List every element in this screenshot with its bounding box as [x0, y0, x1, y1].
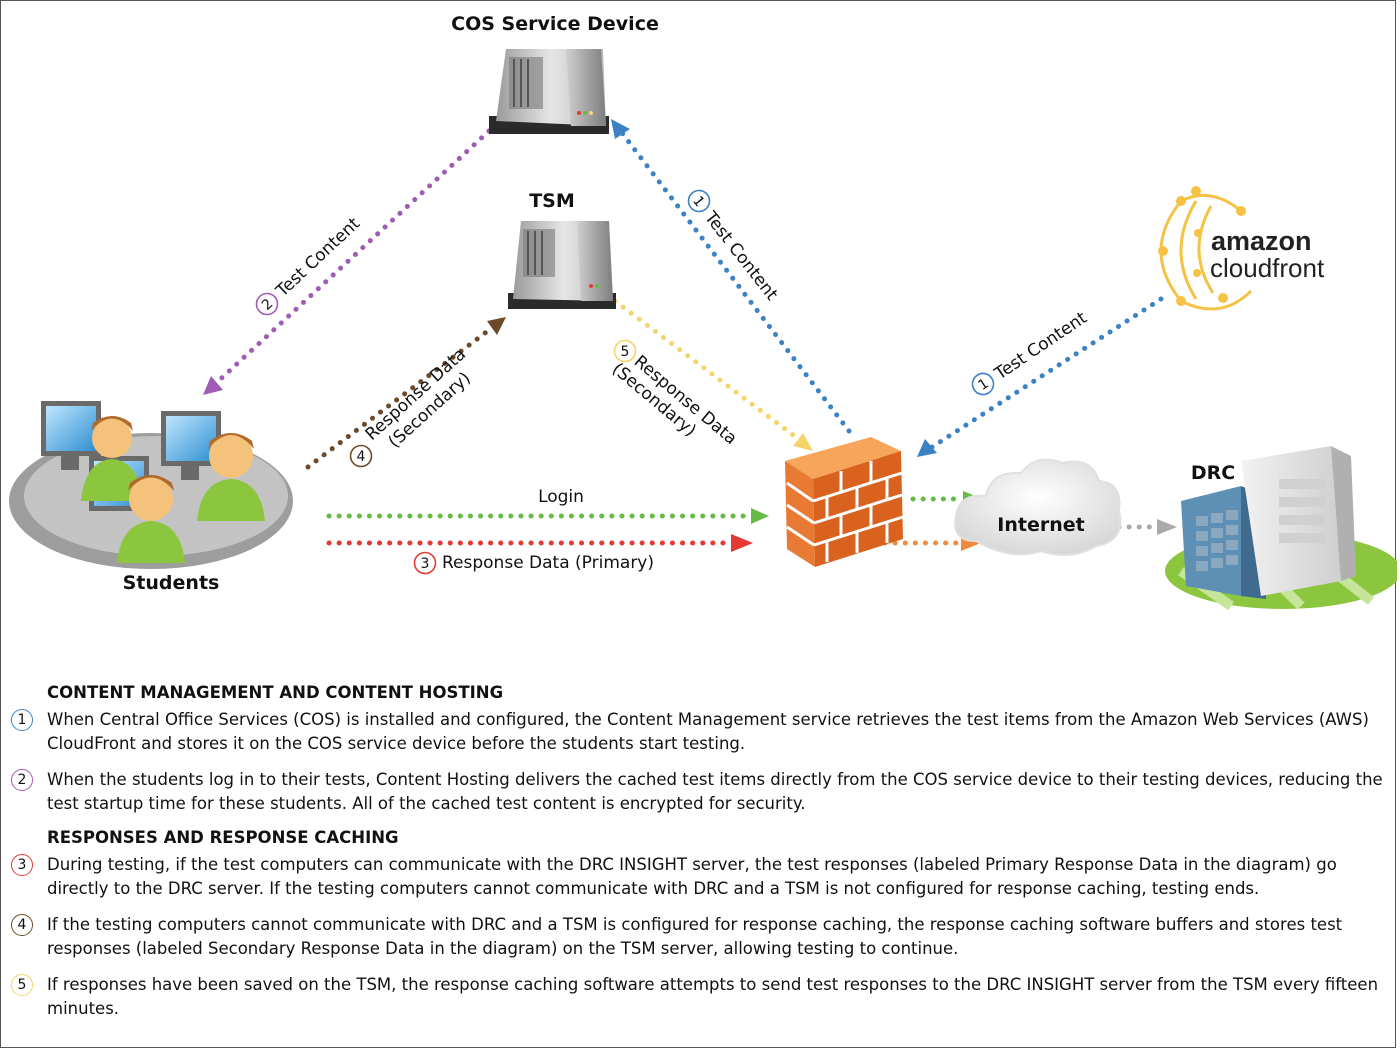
legend-item: 2 When the students log in to their test…	[9, 768, 1389, 816]
connector-blue-cloudfront	[917, 296, 1164, 457]
drc-building-icon	[1165, 446, 1397, 611]
connector-yellow	[612, 298, 813, 451]
amazon-brand-text: amazon	[1211, 226, 1312, 256]
edge-label-blue-cos: 1 Test Content	[687, 189, 782, 305]
network-diagram: COS Service Device TSM	[9, 13, 1397, 611]
svg-text:5: 5	[621, 344, 630, 360]
legend-text: When Central Office Services (COS) is in…	[47, 710, 1369, 753]
edge-label-blue-cloudfront: 1 Test Content	[971, 308, 1091, 396]
legend-section-title: RESPONSES AND RESPONSE CACHING	[47, 828, 399, 847]
legend-item: 4 If the testing computers cannot commun…	[9, 913, 1389, 961]
legend-section-title: CONTENT MANAGEMENT AND CONTENT HOSTING	[47, 683, 504, 702]
svg-text:Response Data (Primary): Response Data (Primary)	[442, 553, 654, 573]
svg-text:Test Content: Test Content	[700, 207, 782, 304]
tsm-server-icon	[508, 221, 616, 309]
connector-gray-drc	[1116, 519, 1177, 535]
drc-label: DRC	[1191, 462, 1235, 484]
connector-purple	[203, 128, 492, 395]
connector-brown	[305, 317, 506, 470]
edge-label-brown: 4 Response Data (Secondary)	[349, 344, 475, 468]
legend: CONTENT MANAGEMENT AND CONTENT HOSTING 1…	[9, 683, 1389, 1033]
legend-item: 1 When Central Office Services (COS) is …	[9, 708, 1389, 756]
svg-text:4: 4	[357, 449, 366, 465]
edge-label-red: 3 Response Data (Primary)	[413, 551, 654, 575]
legend-text: If responses have been saved on the TSM,…	[47, 975, 1379, 1018]
legend-number-badge: 1	[11, 709, 33, 731]
connector-green-login	[326, 508, 769, 524]
legend-number-badge: 4	[11, 914, 33, 936]
internet-label: Internet	[997, 514, 1084, 536]
cos-label: COS Service Device	[451, 13, 659, 35]
tsm-label: TSM	[529, 190, 575, 212]
internet-cloud-icon	[954, 458, 1122, 556]
amazon-product-text: cloudfront	[1210, 253, 1325, 283]
firewall-icon	[785, 437, 904, 567]
cos-server-icon	[489, 49, 609, 134]
students-icon	[9, 401, 293, 569]
connector-red-primary	[326, 534, 753, 552]
edge-label-yellow: 5 Response Data (Secondary)	[608, 339, 741, 449]
svg-text:3: 3	[421, 556, 430, 572]
legend-text: If the testing computers cannot communic…	[47, 915, 1343, 958]
svg-text:Test Content: Test Content	[990, 308, 1091, 385]
edge-label-login: Login	[538, 487, 584, 507]
legend-item: 3 During testing, if the test computers …	[9, 853, 1389, 901]
legend-number-badge: 5	[11, 974, 33, 996]
amazon-cloudfront-logo: amazon cloudfront	[1158, 186, 1325, 311]
edge-label-purple: 2 Test Content	[255, 214, 364, 316]
connector-blue-cos	[611, 119, 852, 434]
legend-number-badge: 2	[11, 769, 33, 791]
legend-text: During testing, if the test computers ca…	[47, 855, 1337, 898]
legend-text: When the students log in to their tests,…	[47, 770, 1383, 813]
legend-number-badge: 3	[11, 854, 33, 876]
students-label: Students	[123, 572, 220, 594]
legend-item: 5 If responses have been saved on the TS…	[9, 973, 1389, 1021]
